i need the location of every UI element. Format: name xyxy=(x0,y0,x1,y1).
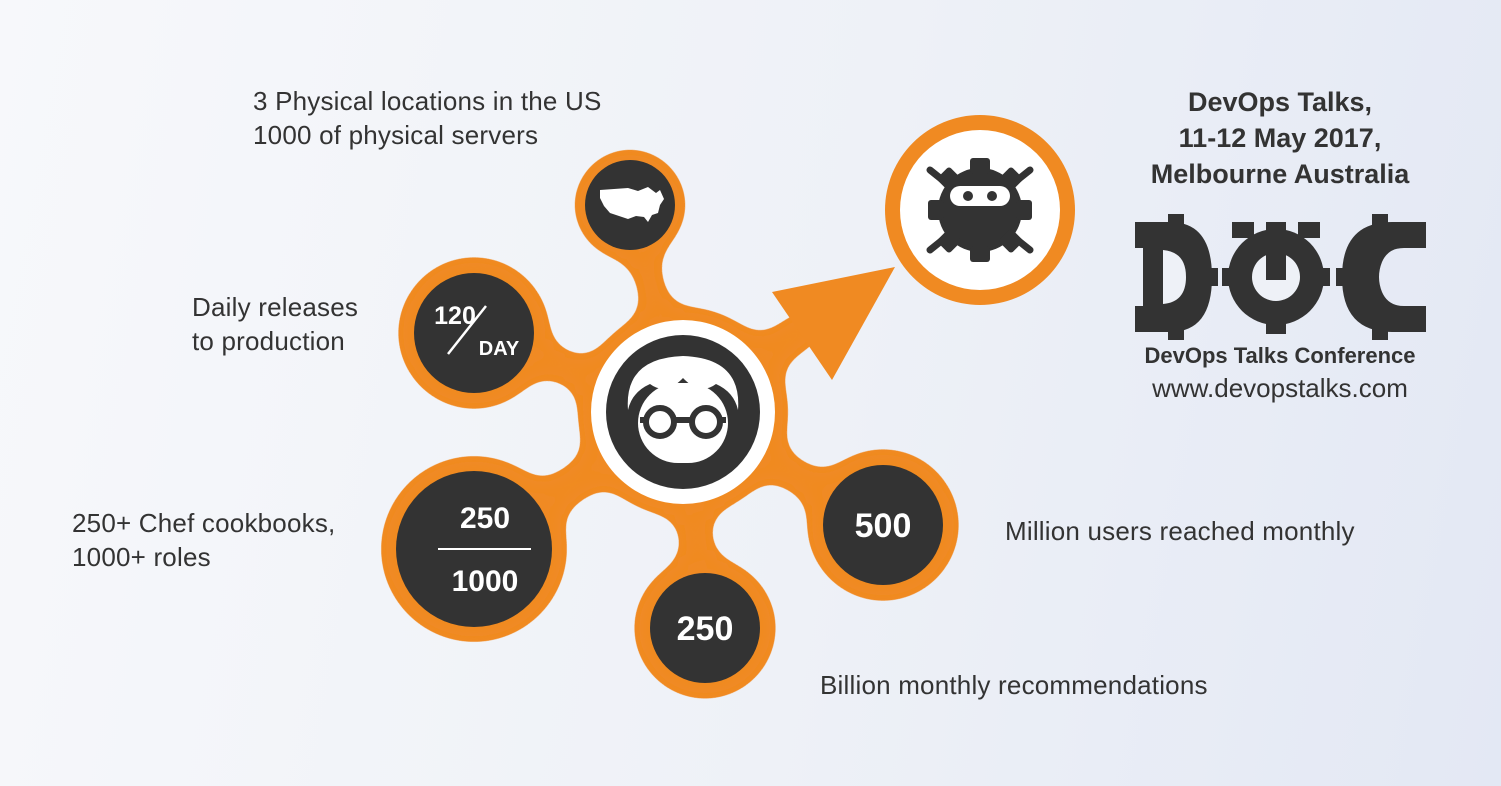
chef-bottom-value: 1000 xyxy=(452,565,519,598)
event-info: DevOps Talks, 11-12 May 2017, Melbourne … xyxy=(1120,84,1440,192)
conference-url-link[interactable]: www.devopstalks.com xyxy=(1152,373,1408,403)
event-title: DevOps Talks, xyxy=(1187,87,1373,117)
conference-name: DevOps Talks Conference xyxy=(1144,343,1416,368)
locations-caption: 3 Physical locations in the US 1000 of p… xyxy=(253,84,602,152)
releases-slash xyxy=(447,305,487,355)
growth-arrow-icon xyxy=(772,267,895,380)
releases-caption-line1: Daily releases xyxy=(192,292,359,322)
recommendations-caption: Billion monthly recommendations xyxy=(820,670,1208,700)
dtc-logo xyxy=(1135,214,1426,340)
chef-top-value: 250 xyxy=(460,502,510,535)
locations-caption-line2: 1000 of physical servers xyxy=(253,120,539,150)
releases-node: 120 DAY xyxy=(414,273,534,393)
releases-top-value: 120 xyxy=(434,302,476,330)
usa-map-icon xyxy=(600,187,664,222)
chef-caption-line2: 1000+ roles xyxy=(72,542,211,572)
nerd-glasses-icon xyxy=(627,356,739,463)
recommendations-value: 250 xyxy=(677,610,734,648)
recommendations-node: 250 xyxy=(650,573,760,683)
locations-caption-line1: 3 Physical locations in the US xyxy=(253,86,602,116)
releases-bottom-value: DAY xyxy=(479,338,520,360)
users-value: 500 xyxy=(855,507,912,545)
event-location: Melbourne Australia xyxy=(1150,159,1410,189)
chef-caption: 250+ Chef cookbooks, 1000+ roles xyxy=(72,506,335,574)
event-dates: 11-12 May 2017, xyxy=(1178,123,1382,153)
users-caption: Million users reached monthly xyxy=(1005,516,1355,546)
goal-node xyxy=(885,115,1075,305)
users-node: 500 xyxy=(823,465,943,585)
center-node xyxy=(591,320,775,504)
locations-node xyxy=(585,160,675,250)
ninja-gear-icon xyxy=(926,158,1034,262)
releases-caption-line2: to production xyxy=(192,326,345,356)
chef-node: 250 1000 xyxy=(396,471,552,627)
releases-caption: Daily releases to production xyxy=(192,290,358,358)
chef-caption-line1: 250+ Chef cookbooks, xyxy=(72,508,336,538)
